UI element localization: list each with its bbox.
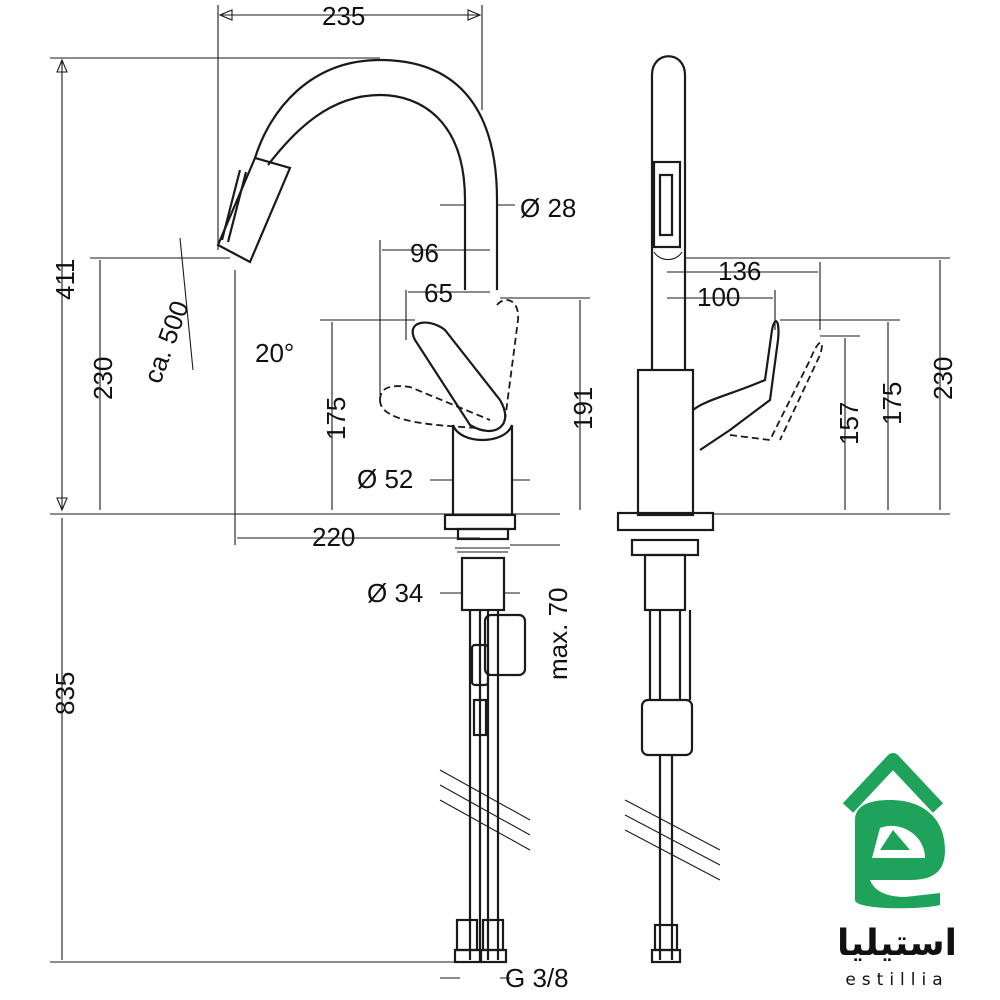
side-view-faucet [216,58,531,964]
dim-175-left: 175 [321,397,351,440]
dim-max-70: max. 70 [543,588,573,681]
dim-28: Ø 28 [520,193,576,223]
dim-235: 235 [322,1,365,31]
dim-136: 136 [718,256,761,286]
dim-175-right: 175 [877,382,907,425]
front-view-faucet [616,55,823,964]
dim-220: 220 [312,522,355,552]
side-view-dimensions [50,5,590,979]
dim-52: Ø 52 [357,464,413,494]
dim-65: 65 [424,278,453,308]
dim-191: 191 [568,387,598,430]
house-e-icon [842,753,945,909]
dim-34: Ø 34 [367,578,423,608]
dim-ca-500: ca. 500 [137,297,194,387]
dim-230-right: 230 [928,357,958,400]
dim-96: 96 [410,238,439,268]
dim-230-left: 230 [88,357,118,400]
dim-20-degrees: 20° [255,338,294,368]
logo-arabic-text: استیلیا [837,923,957,964]
logo-latin-text: estillia [845,970,948,990]
dimension-labels: 235 Ø 28 96 65 411 230 ca. 500 20° 175 1… [50,1,958,993]
dim-157: 157 [834,402,864,445]
dim-100: 100 [697,282,740,312]
estillia-logo: استیلیا estillia [837,753,957,990]
front-view-dimensions [667,257,950,515]
dim-g-3-8: G 3/8 [505,963,569,993]
dim-411: 411 [50,259,80,300]
dim-835: 835 [50,672,80,715]
